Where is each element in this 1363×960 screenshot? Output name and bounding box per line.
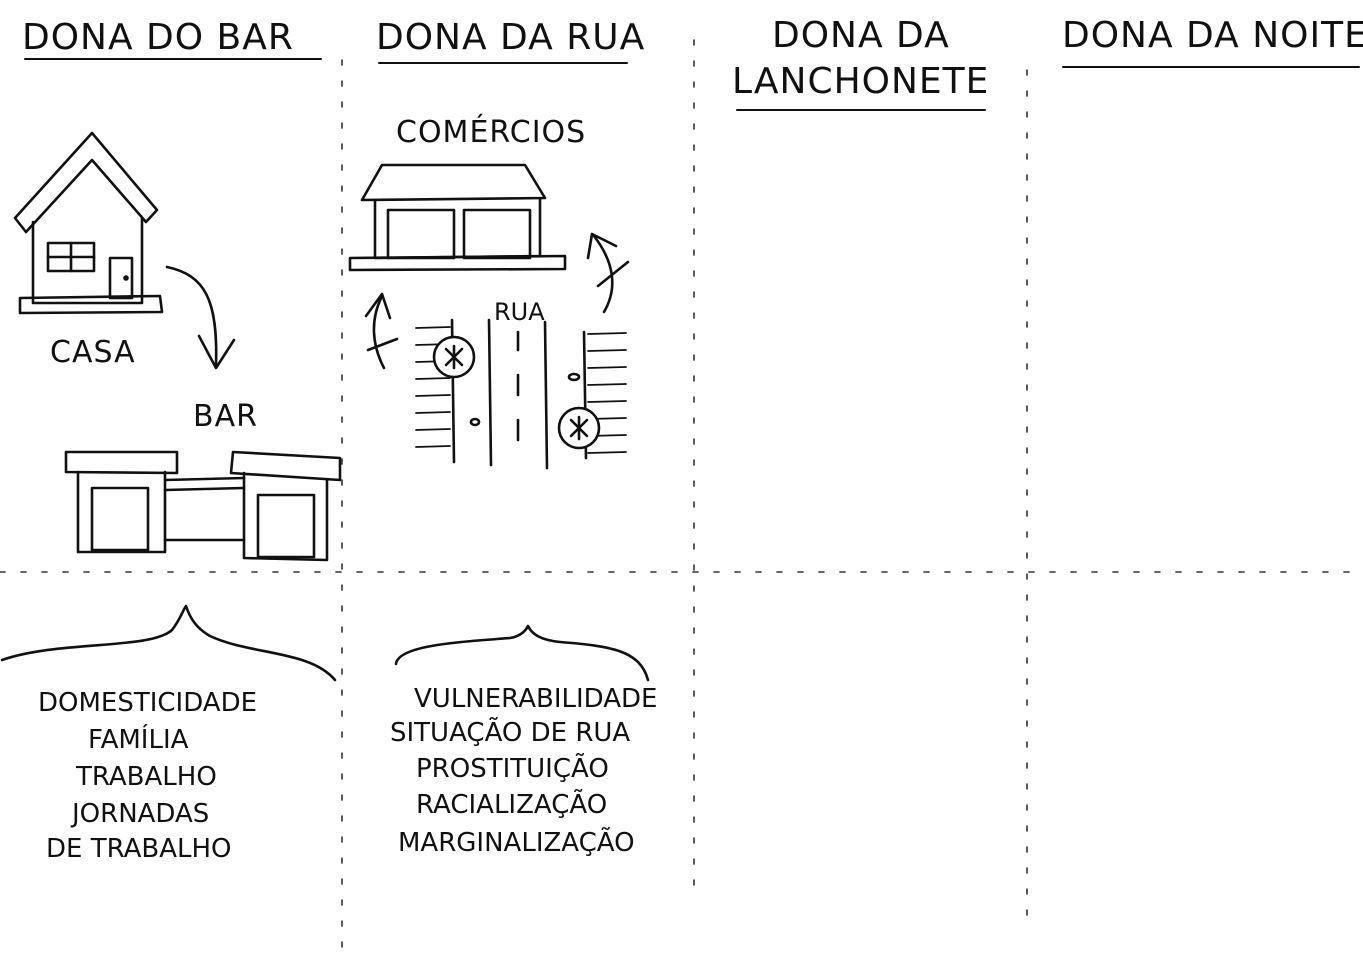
column-title-dona-da-rua: DONA DA RUA <box>376 17 646 58</box>
street-drawing <box>415 318 627 470</box>
brace-1 <box>0 604 337 682</box>
label-rua: RUA <box>494 298 545 326</box>
keyword-item: VULNERABILIDADE <box>414 684 658 714</box>
column-title-dona-da-lanchonete-line1: DONA DA <box>772 15 950 56</box>
column-title-dona-da-noite: DONA DA NOITE <box>1062 15 1363 56</box>
title-underline <box>1062 66 1360 68</box>
keyword-item: DE TRABALHO <box>46 834 232 864</box>
keyword-item: PROSTITUIÇÃO <box>416 754 609 784</box>
commerce-drawing <box>348 163 567 272</box>
brace-2 <box>394 624 650 682</box>
arrow-casa-to-bar <box>165 265 236 370</box>
arrow-left <box>364 292 399 370</box>
keyword-item: JORNADAS <box>72 799 210 829</box>
title-underline <box>24 58 322 60</box>
bar-drawing <box>64 450 342 562</box>
keyword-item: SITUAÇÃO DE RUA <box>390 718 631 748</box>
keyword-item: TRABALHO <box>76 762 217 792</box>
label-comercios: COMÉRCIOS <box>396 115 587 150</box>
label-casa: CASA <box>50 335 136 370</box>
column-title-dona-do-bar: DONA DO BAR <box>22 17 294 58</box>
column-title-dona-da-lanchonete-line2: LANCHONETE <box>732 61 990 102</box>
keyword-item: MARGINALIZAÇÃO <box>398 828 635 858</box>
keyword-item: DOMESTICIDADE <box>38 688 258 718</box>
house-drawing <box>13 131 164 315</box>
keyword-item: RACIALIZAÇÃO <box>416 790 608 820</box>
label-bar: BAR <box>193 399 258 434</box>
keyword-item: FAMÍLIA <box>88 725 189 755</box>
arrow-right <box>586 232 630 314</box>
title-underline <box>378 62 628 64</box>
title-underline <box>736 109 986 111</box>
